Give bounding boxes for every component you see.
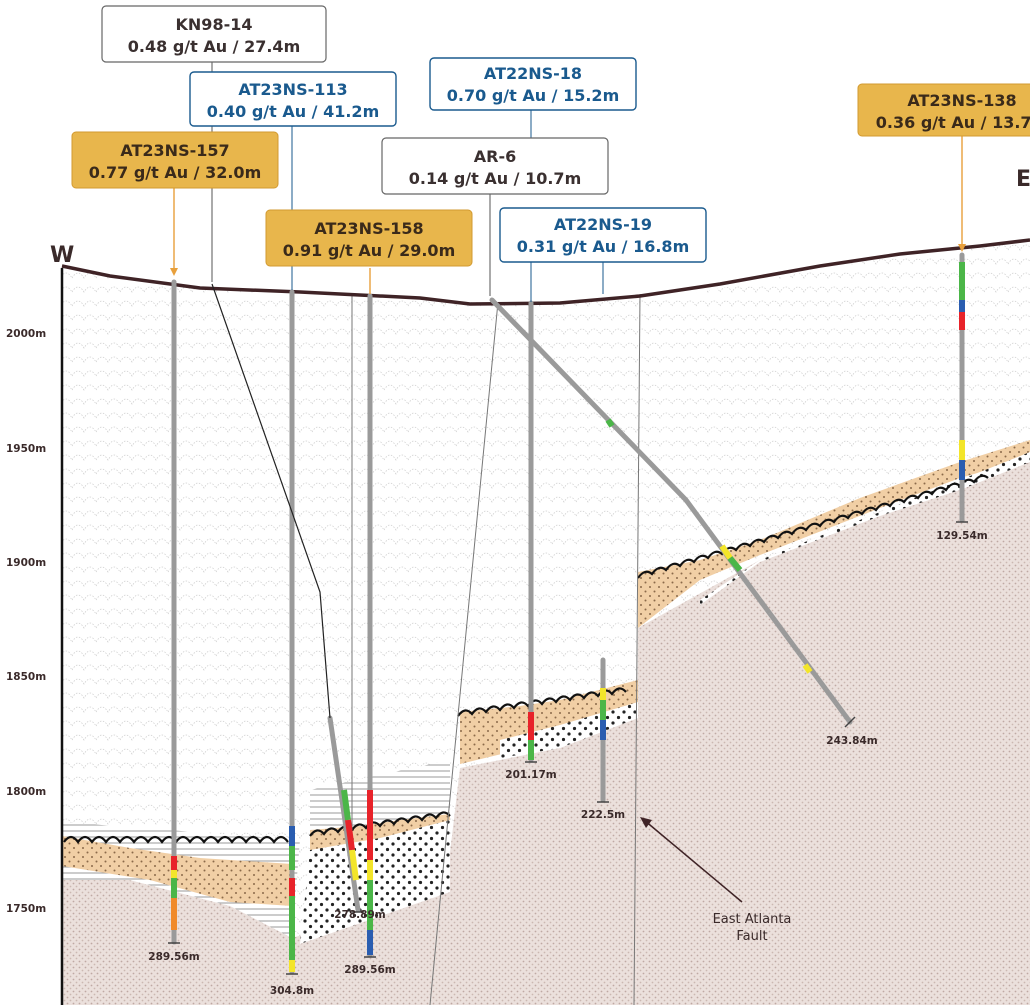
drill-ar-6 (489, 297, 853, 725)
orange-unit-east (638, 440, 1030, 628)
east-atlanta-fault-line (633, 293, 641, 1005)
callout-at23ns-157: AT23NS-157 0.77 g/t Au / 32.0m (71, 131, 279, 189)
depth-label: 304.8m (270, 985, 314, 997)
elevation-label: 1850m (6, 671, 46, 683)
depth-label: 289.56m (344, 964, 396, 976)
callout-kn98-14: KN98-14 0.48 g/t Au / 27.4m (101, 5, 327, 63)
callout-ar-6: AR-6 0.14 g/t Au / 10.7m (381, 137, 609, 195)
svg-text:AT23NS-158: AT23NS-158 (314, 219, 423, 238)
depth-labels: 289.56m 304.8m 278.89m 289.56m 201.17m 2… (148, 530, 988, 997)
east-label: E (1016, 167, 1030, 192)
svg-text:AT23NS-138: AT23NS-138 (907, 91, 1016, 110)
elevation-axis: 2000m 1950m 1900m 1850m 1800m 1750m (6, 328, 46, 915)
topography-line (61, 238, 1030, 306)
svg-text:AT23NS-113: AT23NS-113 (238, 80, 347, 99)
unconformity-east (637, 474, 989, 579)
fault-label-line2: Fault (736, 929, 767, 944)
drill-kn98-14-upper (211, 283, 331, 719)
dotted-unit-east (700, 452, 1030, 605)
svg-text:0.77 g/t Au / 32.0m: 0.77 g/t Au / 32.0m (89, 163, 261, 182)
svg-text:0.36 g/t Au / 13.7m: 0.36 g/t Au / 13.7m (876, 113, 1030, 132)
callout-at22ns-19: AT22NS-19 0.31 g/t Au / 16.8m (499, 207, 707, 263)
elevation-label: 1750m (6, 903, 46, 915)
depth-label: 243.84m (826, 735, 878, 747)
svg-text:0.91 g/t Au / 29.0m: 0.91 g/t Au / 29.0m (283, 241, 455, 260)
svg-text:AT22NS-18: AT22NS-18 (484, 64, 582, 83)
svg-text:AT23NS-157: AT23NS-157 (120, 141, 229, 160)
dotted-unit-middle (300, 820, 450, 944)
elevation-label: 1900m (6, 557, 46, 569)
unconformity-middle (309, 811, 451, 837)
svg-text:0.70 g/t Au / 15.2m: 0.70 g/t Au / 15.2m (447, 86, 619, 105)
svg-text:0.14 g/t Au / 10.7m: 0.14 g/t Au / 10.7m (409, 169, 581, 188)
svg-text:AR-6: AR-6 (474, 147, 516, 166)
svg-text:0.40 g/t Au / 41.2m: 0.40 g/t Au / 41.2m (207, 102, 379, 121)
basement-central (432, 718, 638, 1005)
callout-at23ns-113: AT23NS-113 0.40 g/t Au / 41.2m (189, 71, 397, 127)
depth-label: 289.56m (148, 951, 200, 963)
unconformity-central (457, 687, 627, 717)
svg-text:AT22NS-19: AT22NS-19 (554, 215, 652, 234)
fault-label-line1: East Atlanta (713, 912, 792, 927)
callout-at22ns-18: AT22NS-18 0.70 g/t Au / 15.2m (429, 57, 637, 111)
basement-east (636, 460, 1030, 1005)
elevation-label: 2000m (6, 328, 46, 340)
assay-intervals (171, 262, 965, 972)
depth-label: 129.54m (936, 530, 988, 542)
depth-label: 222.5m (581, 809, 625, 821)
west-label: W (50, 243, 74, 268)
callout-at23ns-138: AT23NS-138 0.36 g/t Au / 13.7m (857, 83, 1030, 137)
callout-at23ns-158: AT23NS-158 0.91 g/t Au / 29.0m (265, 209, 473, 267)
elevation-label: 1800m (6, 786, 46, 798)
fault-line-2 (429, 301, 499, 1005)
depth-label: 278.89m (334, 909, 386, 921)
fault-label: East Atlanta Fault (713, 912, 792, 944)
depth-label: 201.17m (505, 769, 557, 781)
svg-text:0.48 g/t Au / 27.4m: 0.48 g/t Au / 27.4m (128, 37, 300, 56)
elevation-label: 1950m (6, 443, 46, 455)
svg-text:KN98-14: KN98-14 (176, 15, 253, 34)
end-caps (168, 521, 968, 975)
svg-text:0.31 g/t Au / 16.8m: 0.31 g/t Au / 16.8m (517, 237, 689, 256)
